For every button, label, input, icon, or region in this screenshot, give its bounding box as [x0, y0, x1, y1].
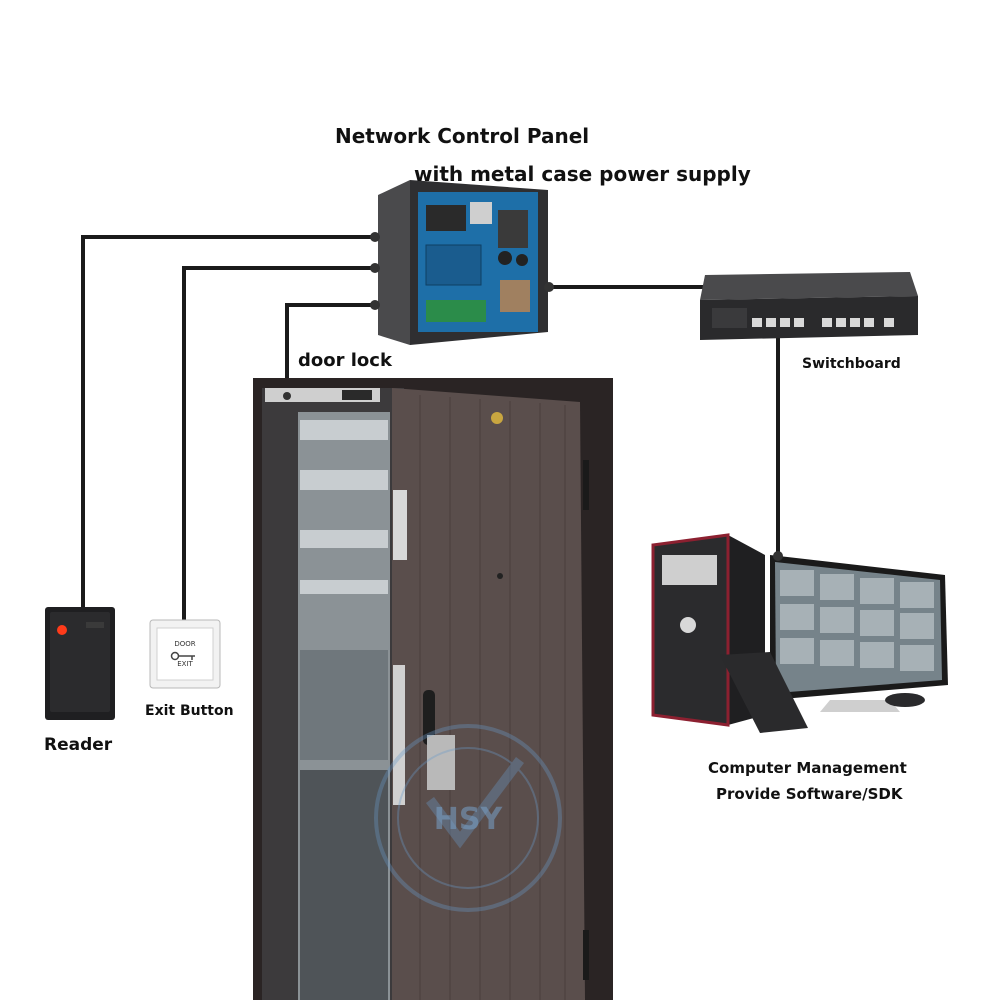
switchboard-device	[700, 272, 918, 340]
label-switchboard: Switchboard	[802, 356, 901, 372]
label-metal-case-power-supply: with metal case power supply	[414, 162, 751, 186]
label-exit-button: Exit Button	[145, 703, 234, 719]
door-assembly	[253, 378, 613, 1000]
wiring	[81, 235, 780, 620]
label-network-control-panel: Network Control Panel	[335, 124, 590, 148]
label-reader: Reader	[44, 735, 113, 755]
label-door-lock: door lock	[298, 350, 392, 371]
exit-button-door-text: DOOR	[174, 640, 196, 648]
card-reader-device	[45, 607, 115, 720]
watermark-text: HSY	[433, 802, 503, 837]
key-icon	[170, 651, 195, 661]
exit-button-exit-text: EXIT	[177, 660, 193, 668]
network-control-panel	[370, 180, 554, 345]
exit-button-wire	[182, 266, 375, 620]
computer-management-device	[651, 533, 948, 733]
door-lock-device	[265, 388, 380, 402]
approval-watermark	[374, 724, 562, 912]
exit-button-device	[149, 619, 221, 689]
label-provide-software-sdk: Provide Software/SDK	[716, 785, 903, 803]
reader-wire	[81, 235, 375, 607]
door-lock-wire	[285, 303, 375, 396]
label-computer-management: Computer Management	[708, 759, 907, 777]
